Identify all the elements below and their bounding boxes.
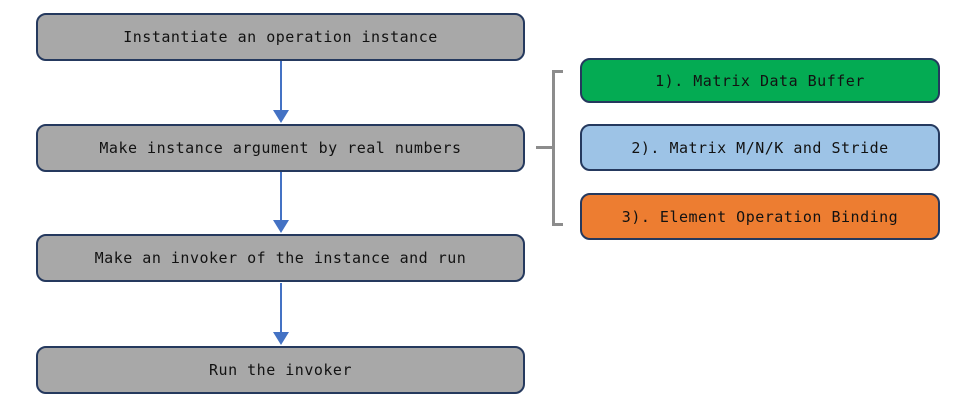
detail-label: 2). Matrix M/N/K and Stride [631,138,889,157]
flow-step-label: Make instance argument by real numbers [99,139,462,157]
flow-step-run-invoker: Run the invoker [36,346,525,394]
down-arrow-head-icon [273,110,289,123]
bracket-top [552,70,563,73]
bracket-bottom [552,223,563,226]
down-arrow-line-2 [280,172,282,220]
down-arrow-line-1 [280,61,282,110]
flow-step-make-invoker: Make an invoker of the instance and run [36,234,525,282]
down-arrow-head-icon [273,220,289,233]
flow-step-label: Make an invoker of the instance and run [94,249,467,267]
bracket [552,70,555,226]
detail-label: 1). Matrix Data Buffer [655,71,865,90]
bracket-tick [536,146,553,149]
detail-box-matrix-mnk-stride: 2). Matrix M/N/K and Stride [580,124,940,171]
down-arrow-line-3 [280,283,282,332]
down-arrow-head-icon [273,332,289,345]
flow-step-label: Instantiate an operation instance [123,28,438,46]
detail-box-matrix-data-buffer: 1). Matrix Data Buffer [580,58,940,103]
flow-step-instantiate-operation: Instantiate an operation instance [36,13,525,61]
flow-step-label: Run the invoker [209,361,352,379]
detail-box-element-operation-binding: 3). Element Operation Binding [580,193,940,240]
flow-step-make-instance-argument: Make instance argument by real numbers [36,124,525,172]
detail-label: 3). Element Operation Binding [621,207,899,226]
